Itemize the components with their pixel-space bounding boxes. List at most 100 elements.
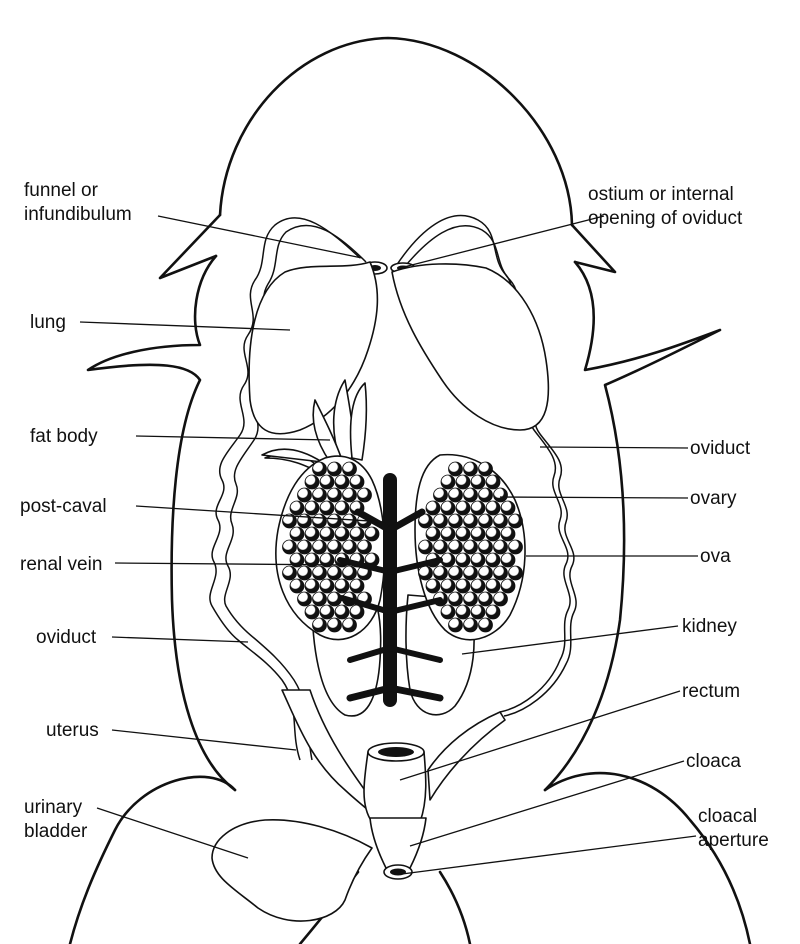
ovum	[350, 605, 364, 619]
ovum	[328, 488, 342, 502]
ovum	[434, 514, 448, 528]
ovum	[464, 566, 478, 580]
ovum	[343, 566, 357, 580]
ovum	[434, 566, 448, 580]
ovum	[328, 514, 342, 528]
label-uterus: uterus	[46, 720, 99, 741]
ovum	[441, 579, 455, 593]
ovum	[343, 462, 357, 476]
ovum	[509, 540, 523, 554]
label-ova: ova	[700, 546, 731, 567]
ovum	[335, 501, 349, 515]
ovum	[486, 605, 500, 619]
ovum	[320, 475, 334, 489]
ovum	[501, 527, 515, 541]
ovum	[494, 514, 508, 528]
ovum	[335, 605, 349, 619]
ovum	[298, 488, 312, 502]
ovum	[471, 553, 485, 567]
ovum	[441, 527, 455, 541]
ovum	[434, 540, 448, 554]
ovum	[494, 488, 508, 502]
ovum	[456, 553, 470, 567]
ovum	[464, 462, 478, 476]
ovum	[358, 488, 372, 502]
ovum	[494, 592, 508, 606]
label-fat-body: fat body	[30, 426, 98, 447]
ovum	[464, 618, 478, 632]
ovum	[335, 579, 349, 593]
ovum	[313, 514, 327, 528]
ovum	[479, 592, 493, 606]
ovum	[456, 475, 470, 489]
ovum	[471, 579, 485, 593]
ovum	[494, 566, 508, 580]
ovum	[464, 540, 478, 554]
ovum	[456, 527, 470, 541]
ovum	[471, 475, 485, 489]
ovum	[320, 605, 334, 619]
ovum	[298, 592, 312, 606]
ovum	[328, 540, 342, 554]
ovum	[313, 540, 327, 554]
label-cloacal-aperture: cloacal	[698, 806, 757, 827]
label-post-caval: post-caval	[20, 496, 107, 517]
ovum	[358, 540, 372, 554]
label-urinary-bladder: urinary	[24, 797, 83, 818]
ovum	[434, 488, 448, 502]
ovum	[305, 527, 319, 541]
ovum	[449, 514, 463, 528]
ovum	[305, 475, 319, 489]
ovum	[343, 514, 357, 528]
ovum	[441, 605, 455, 619]
ovary-left	[276, 456, 385, 639]
urinary-bladder-shape	[212, 820, 372, 921]
uterus-right-shape	[428, 712, 505, 800]
ovum	[313, 462, 327, 476]
ovum	[449, 592, 463, 606]
ovum	[290, 527, 304, 541]
ovum	[328, 566, 342, 580]
ovum	[283, 540, 297, 554]
ovum	[456, 501, 470, 515]
label-oviduct-left: oviduct	[36, 627, 97, 648]
ovum	[471, 501, 485, 515]
ovum	[509, 514, 523, 528]
ovum	[320, 501, 334, 515]
ovum	[486, 475, 500, 489]
ovum	[350, 475, 364, 489]
ovum	[335, 527, 349, 541]
ovum	[479, 540, 493, 554]
ovum	[419, 566, 433, 580]
ovum	[313, 566, 327, 580]
ovum	[441, 553, 455, 567]
label-cloacal-aperture-2: aperture	[698, 830, 769, 851]
ovum	[456, 579, 470, 593]
ovum	[464, 592, 478, 606]
ovum	[494, 540, 508, 554]
ovum	[486, 553, 500, 567]
ovum	[350, 579, 364, 593]
ovum	[486, 579, 500, 593]
label-lung: lung	[30, 312, 66, 333]
ovum	[471, 527, 485, 541]
ovum	[486, 501, 500, 515]
ovum	[365, 527, 379, 541]
ovum	[298, 566, 312, 580]
label-rectum: rectum	[682, 681, 740, 702]
label-kidney: kidney	[682, 616, 737, 637]
ovum	[343, 618, 357, 632]
ovum	[305, 579, 319, 593]
ovum	[298, 540, 312, 554]
ovum	[501, 553, 515, 567]
ovum	[283, 566, 297, 580]
ovum	[343, 488, 357, 502]
ovum	[479, 488, 493, 502]
ovum	[449, 462, 463, 476]
label-cloaca: cloaca	[686, 751, 741, 772]
ovum	[449, 566, 463, 580]
label-funnel-2: infundibulum	[24, 204, 132, 225]
ovum	[290, 579, 304, 593]
ovum	[305, 501, 319, 515]
